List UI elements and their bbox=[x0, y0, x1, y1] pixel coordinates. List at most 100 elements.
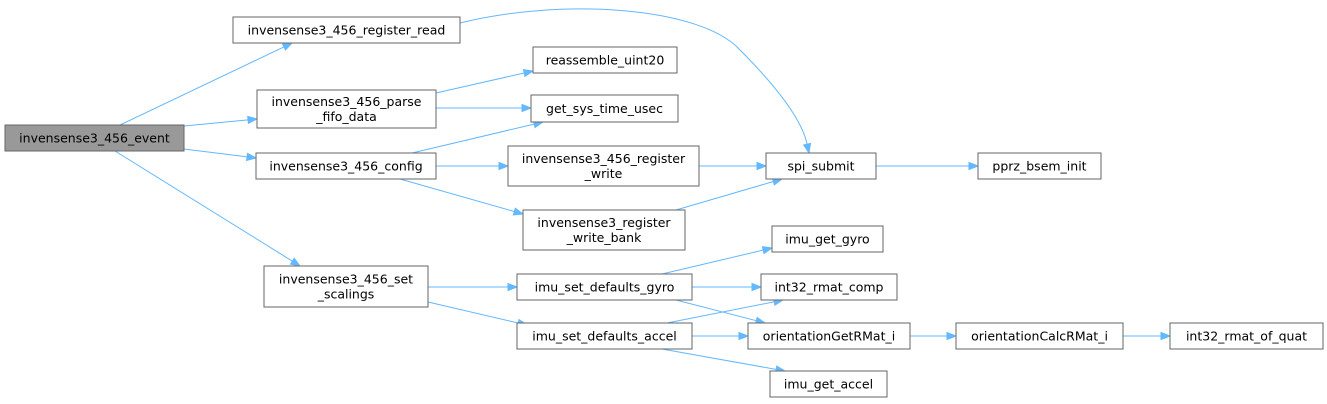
edges-layer bbox=[114, 8, 1172, 374]
arrowhead bbox=[1160, 331, 1172, 341]
node-label: imu_get_gyro bbox=[785, 232, 869, 247]
node-label: _fifo_data bbox=[315, 109, 377, 124]
node-sys-time[interactable]: get_sys_time_usec bbox=[530, 94, 679, 123]
arrowhead bbox=[281, 42, 294, 51]
edge-line bbox=[661, 348, 777, 370]
node-get-accel[interactable]: imu_get_accel bbox=[769, 370, 888, 398]
node-label: reassemble_uint20 bbox=[546, 53, 665, 68]
node-write-bank[interactable]: invensense3_register_write_bank bbox=[522, 209, 686, 251]
node-label: invensense3_456_set bbox=[279, 272, 413, 287]
node-box[interactable] bbox=[1169, 322, 1324, 350]
arrowhead bbox=[968, 161, 980, 171]
node-box[interactable] bbox=[771, 225, 884, 253]
node-reg-read[interactable]: invensense3_456_register_read bbox=[232, 16, 461, 44]
node-reg-write[interactable]: invensense3_456_register_write bbox=[507, 145, 700, 187]
node-box[interactable] bbox=[255, 152, 437, 180]
edge-config-to-reg-write bbox=[436, 161, 510, 171]
node-label: imu_get_accel bbox=[784, 377, 873, 392]
edge-def-gyro-to-get-gyro bbox=[661, 246, 774, 275]
node-box[interactable] bbox=[760, 273, 898, 301]
edge-line bbox=[399, 178, 515, 212]
edge-set-scalings-to-def-accel bbox=[427, 301, 529, 328]
node-box[interactable] bbox=[769, 370, 888, 398]
node-box[interactable] bbox=[516, 322, 693, 350]
node-label: invensense3_register bbox=[537, 215, 671, 230]
arrowhead bbox=[507, 282, 519, 292]
node-box[interactable] bbox=[4, 124, 185, 152]
node-label: invensense3_456_register bbox=[522, 151, 686, 166]
arrowhead bbox=[946, 331, 958, 341]
arrowhead bbox=[738, 331, 750, 341]
arrowhead bbox=[512, 207, 525, 216]
node-label: int32_rmat_of_quat bbox=[1186, 329, 1307, 344]
edge-line bbox=[675, 181, 774, 211]
edge-event-to-set-scalings bbox=[114, 150, 302, 267]
node-label: invensense3_456_parse bbox=[272, 94, 422, 109]
edge-line bbox=[675, 299, 757, 322]
node-parse-fifo[interactable]: invensense3_456_parse_fifo_data bbox=[256, 89, 437, 129]
node-orient-get[interactable]: orientationGetRMat_i bbox=[747, 322, 911, 350]
arrowhead bbox=[522, 68, 535, 78]
node-box[interactable] bbox=[256, 89, 437, 129]
node-label: orientationCalcRMat_i bbox=[971, 329, 1108, 344]
node-label: invensense3_456_event bbox=[19, 131, 170, 146]
node-rmat-comp[interactable]: int32_rmat_comp bbox=[760, 273, 898, 301]
node-reassemble[interactable]: reassemble_uint20 bbox=[532, 46, 678, 74]
node-box[interactable] bbox=[955, 322, 1124, 350]
arrowhead bbox=[498, 161, 510, 171]
arrowhead bbox=[247, 115, 259, 125]
node-label: _write_bank bbox=[566, 230, 642, 245]
node-orient-calc[interactable]: orientationCalcRMat_i bbox=[955, 322, 1124, 350]
arrowhead bbox=[751, 282, 763, 292]
node-label: invensense3_456_register_read bbox=[248, 23, 446, 38]
node-def-accel[interactable]: imu_set_defaults_accel bbox=[516, 322, 693, 350]
node-box[interactable] bbox=[977, 152, 1102, 180]
edge-def-gyro-to-rmat-comp bbox=[692, 282, 763, 292]
node-box[interactable] bbox=[522, 209, 686, 251]
node-label: _write bbox=[584, 166, 623, 181]
node-def-gyro[interactable]: imu_set_defaults_gyro bbox=[516, 273, 693, 301]
node-spi-submit[interactable]: spi_submit bbox=[765, 152, 877, 180]
node-rmat-quat[interactable]: int32_rmat_of_quat bbox=[1169, 322, 1324, 350]
edge-line bbox=[435, 72, 525, 94]
edge-line bbox=[119, 46, 285, 126]
node-label: spi_submit bbox=[787, 159, 854, 174]
node-label: invensense3_456_config bbox=[269, 159, 422, 174]
edge-reg-write-to-spi-submit bbox=[699, 161, 768, 171]
edge-parse-fifo-to-reassemble bbox=[435, 68, 535, 94]
node-config[interactable]: invensense3_456_config bbox=[255, 152, 437, 180]
arrowhead bbox=[289, 257, 302, 267]
node-get-gyro[interactable]: imu_get_gyro bbox=[771, 225, 884, 253]
node-event[interactable]: invensense3_456_event bbox=[4, 124, 185, 152]
node-box[interactable] bbox=[232, 16, 461, 44]
node-box[interactable] bbox=[263, 265, 429, 308]
arrowhead bbox=[246, 152, 258, 162]
node-box[interactable] bbox=[765, 152, 877, 180]
edge-event-to-parse-fifo bbox=[183, 115, 259, 127]
edge-line bbox=[427, 301, 519, 324]
node-box[interactable] bbox=[747, 322, 911, 350]
node-label: _scalings bbox=[317, 287, 375, 302]
node-label: get_sys_time_usec bbox=[546, 101, 663, 116]
node-set-scalings[interactable]: invensense3_456_set_scalings bbox=[263, 265, 429, 308]
edge-reg-read-to-spi-submit bbox=[459, 8, 812, 155]
node-box[interactable] bbox=[532, 46, 678, 74]
node-bsem-init[interactable]: pprz_bsem_init bbox=[977, 152, 1102, 180]
edge-line bbox=[666, 301, 775, 324]
edge-config-to-write-bank bbox=[399, 178, 525, 216]
edge-def-accel-to-get-accel bbox=[661, 348, 787, 374]
node-label: imu_set_defaults_gyro bbox=[535, 280, 675, 295]
edge-line bbox=[661, 249, 764, 275]
node-box[interactable] bbox=[507, 145, 700, 187]
node-box[interactable] bbox=[516, 273, 693, 301]
edge-spi-submit-to-bsem-init bbox=[876, 161, 980, 171]
node-label: imu_set_defaults_accel bbox=[532, 329, 677, 344]
node-label: orientationGetRMat_i bbox=[763, 329, 895, 344]
node-box[interactable] bbox=[530, 94, 679, 123]
node-label: pprz_bsem_init bbox=[992, 159, 1086, 174]
edge-orient-calc-to-rmat-quat bbox=[1123, 331, 1172, 341]
arrowhead bbox=[802, 142, 812, 155]
edge-line bbox=[114, 150, 293, 262]
edge-line bbox=[411, 123, 535, 154]
